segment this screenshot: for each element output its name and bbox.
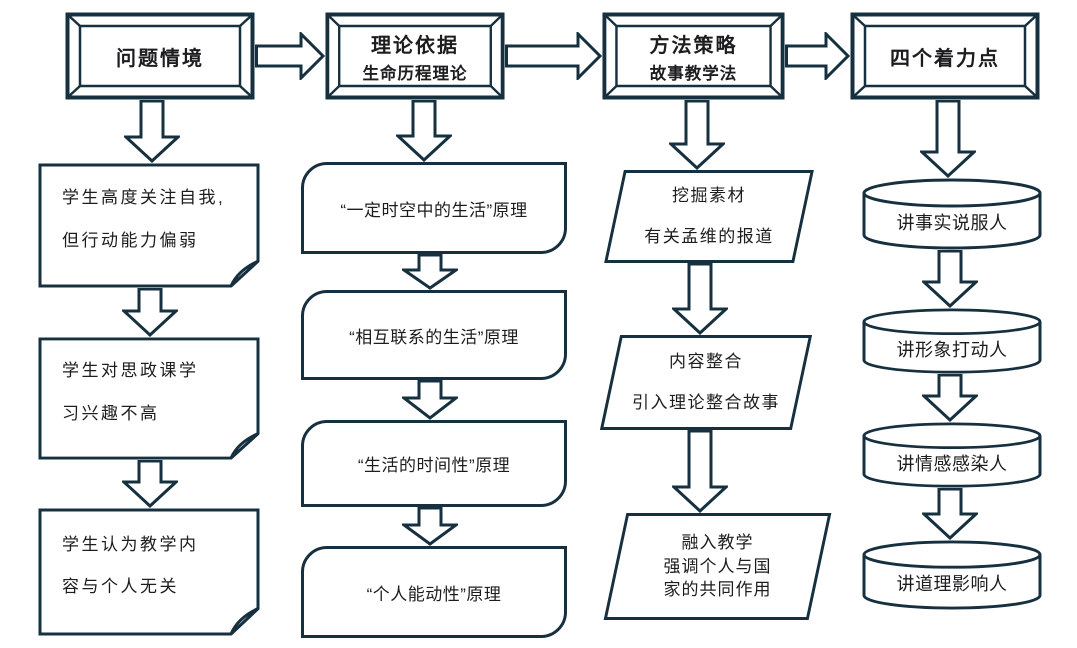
header-title: 理论依据: [371, 34, 459, 57]
cylinder-shape: [862, 540, 1042, 610]
note-shape: [38, 508, 260, 636]
right-arrow: [255, 32, 325, 80]
step-integrate-content: 内容整合 引入理论整合故事: [599, 335, 813, 430]
header-title: 方法策略: [649, 34, 738, 57]
note-line: 习兴趣不高: [62, 403, 160, 423]
down-arrow: [922, 488, 978, 540]
down-arrow: [402, 380, 458, 420]
down-arrow: [672, 430, 728, 513]
header-problem-situation: 问题情境: [65, 12, 255, 100]
note-line: 学生高度关注自我,: [62, 188, 226, 207]
header-title: 四个着力点: [890, 47, 1000, 70]
focus-text: 讲事实说服人: [896, 213, 1008, 233]
cylinder-shape: [862, 178, 1042, 250]
note-line: 学生对思政课学: [62, 361, 199, 380]
step-line: 挖掘素材: [672, 185, 746, 205]
note-line: 学生认为教学内: [62, 534, 199, 554]
down-arrow: [922, 250, 978, 308]
focus-reason-influence: 讲道理影响人: [862, 540, 1042, 610]
frame-shape: [65, 12, 255, 100]
step-line: 引入理论整合故事: [632, 392, 780, 412]
focus-facts-convince: 讲事实说服人: [862, 178, 1042, 250]
principle-text: “一定时空中的生活”原理: [340, 200, 528, 220]
note-shape: [38, 163, 260, 288]
step-blend-into-teaching: 融入教学 强调个人与国 家的共同作用: [603, 513, 832, 620]
down-arrow: [669, 100, 725, 170]
principle-timing-of-life: “生活的时间性”原理: [301, 420, 567, 507]
down-arrow: [402, 254, 458, 290]
note-line: 容与个人无关: [62, 577, 179, 596]
down-arrow: [122, 460, 178, 508]
step-line: 有关孟维的报道: [644, 226, 774, 246]
down-arrow: [402, 507, 458, 546]
header-title: 问题情境: [116, 47, 204, 70]
frame-shape: [602, 12, 785, 100]
note-line: 但行动能力偏弱: [62, 230, 199, 250]
principle-text: “相互联系的生活”原理: [349, 327, 519, 347]
down-arrow: [122, 288, 178, 337]
header-method-strategy: 方法策略 故事教学法: [602, 12, 785, 100]
cylinder-shape: [862, 308, 1042, 374]
step-line: 融入教学: [681, 532, 754, 552]
principle-life-in-spacetime: “一定时空中的生活”原理: [301, 162, 567, 254]
frame-shape: [325, 12, 505, 100]
down-arrow: [672, 263, 728, 335]
cylinder-shape: [862, 422, 1042, 488]
focus-text: 讲道理影响人: [896, 574, 1008, 594]
down-arrow: [396, 100, 452, 162]
principle-text: “个人能动性”原理: [366, 584, 502, 604]
header-subtitle: 生命历程理论: [362, 64, 468, 83]
header-four-focus-points: 四个着力点: [850, 12, 1040, 100]
step-line: 家的共同作用: [663, 580, 772, 600]
down-arrow: [920, 100, 976, 178]
down-arrow: [124, 100, 180, 163]
principle-text: “生活的时间性”原理: [357, 456, 511, 475]
header-theoretical-basis: 理论依据 生命历程理论: [325, 12, 505, 100]
focus-image-move: 讲形象打动人: [862, 308, 1042, 374]
focus-text: 讲形象打动人: [896, 340, 1008, 360]
right-arrow: [505, 32, 602, 80]
note-content-irrelevant: 学生认为教学内 容与个人无关: [38, 508, 260, 636]
focus-emotion-infect: 讲情感感染人: [862, 422, 1042, 488]
down-arrow: [922, 374, 978, 422]
step-line: 内容整合: [669, 351, 743, 371]
header-subtitle: 故事教学法: [649, 64, 738, 83]
note-student-self-focus: 学生高度关注自我, 但行动能力偏弱: [38, 163, 260, 288]
frame-shape: [850, 12, 1040, 100]
note-shape: [38, 337, 260, 460]
right-arrow: [785, 32, 850, 80]
note-low-interest: 学生对思政课学 习兴趣不高: [38, 337, 260, 460]
step-line: 强调个人与国: [663, 556, 772, 576]
focus-text: 讲情感感染人: [896, 454, 1008, 474]
principle-personal-agency: “个人能动性”原理: [301, 546, 567, 638]
principle-interconnected-life: “相互联系的生活”原理: [301, 290, 567, 380]
step-mine-material: 挖掘素材 有关孟维的报道: [604, 170, 814, 263]
